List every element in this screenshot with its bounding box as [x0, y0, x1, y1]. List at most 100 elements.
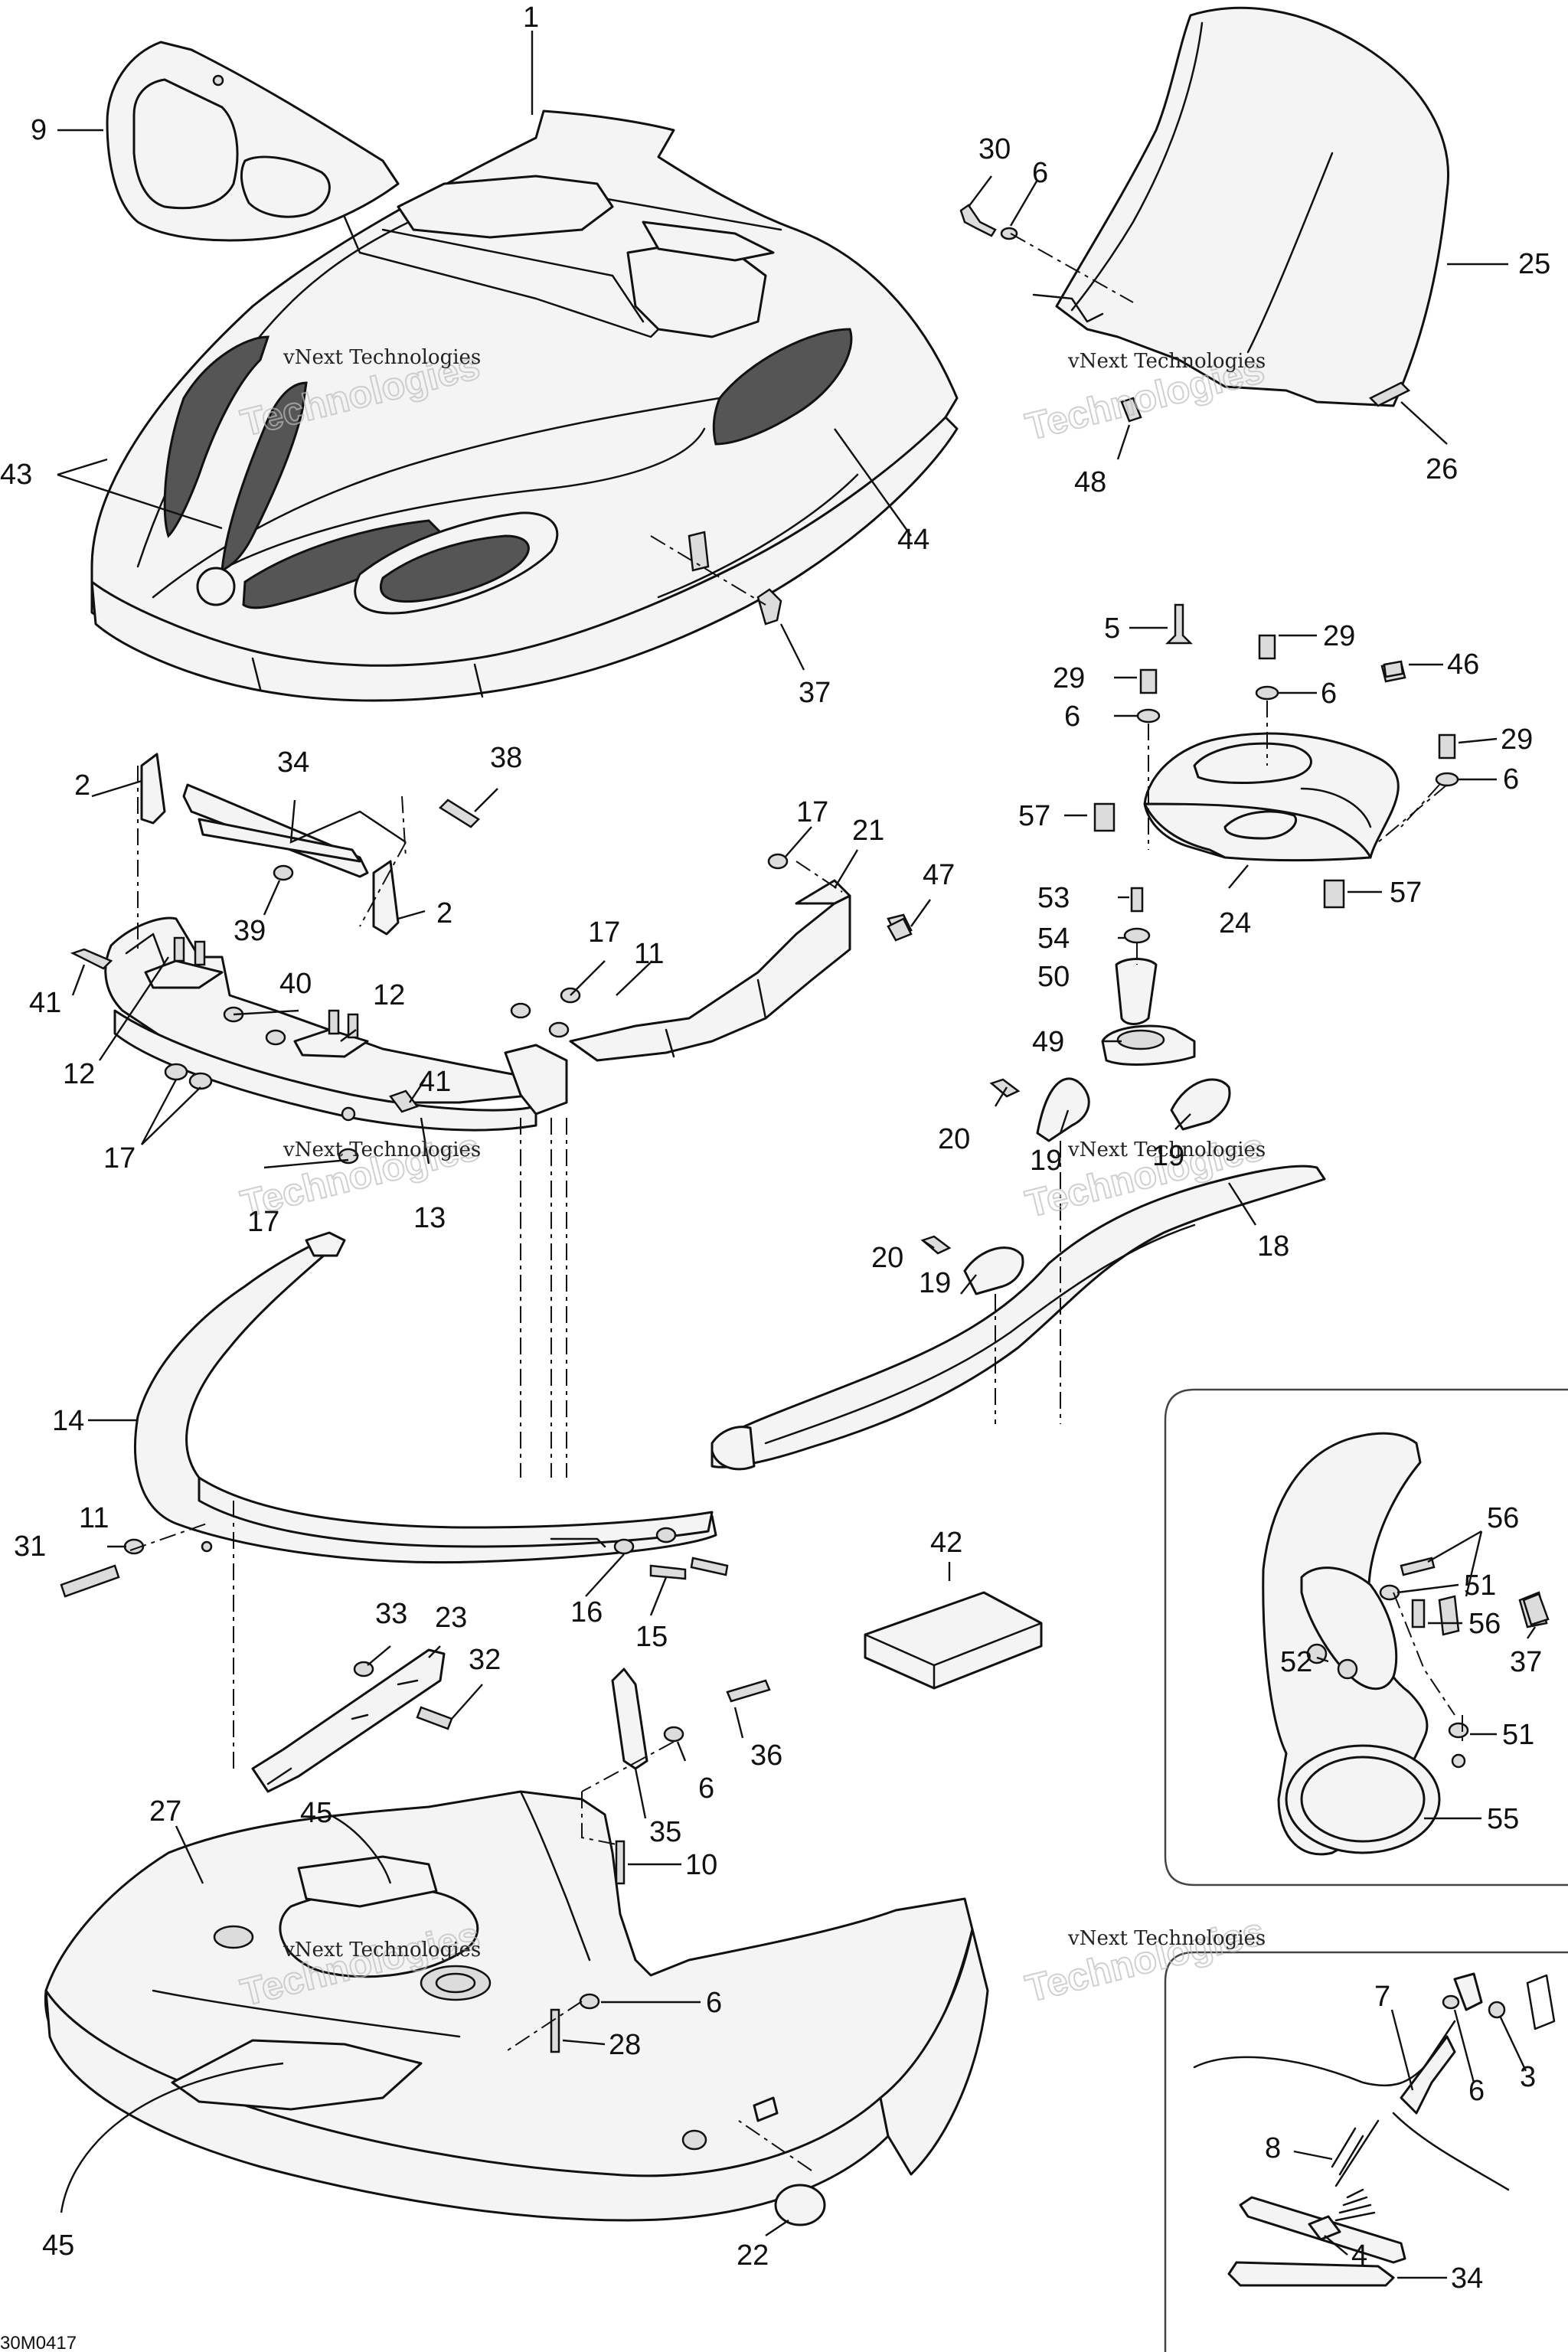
callout-21: 21 [852, 815, 884, 847]
callout-41: 41 [29, 987, 61, 1019]
callout-22: 22 [737, 2239, 769, 2272]
rear-bumper-bracket [104, 916, 568, 1132]
callout-7: 7 [1374, 1981, 1390, 2013]
callout-43: 43 [0, 459, 32, 491]
callout-51: 51 [1464, 1570, 1496, 1602]
callout-6: 6 [1032, 157, 1048, 189]
side-rail-18 [710, 1165, 1326, 1471]
callout-28: 28 [609, 2029, 641, 2061]
callout-23: 23 [435, 1602, 467, 1634]
callout-19: 19 [1030, 1145, 1062, 1177]
callout-25: 25 [1518, 248, 1550, 280]
callout-20: 20 [938, 1123, 970, 1155]
callout-50: 50 [1037, 961, 1070, 993]
watermark-text: vNext Technologies [1067, 350, 1266, 373]
callout-9: 9 [31, 114, 47, 146]
inset-frame-bottom [1164, 1951, 1568, 2352]
callout-6: 6 [1064, 701, 1080, 733]
callout-3: 3 [1520, 2061, 1536, 2093]
watermark-text: vNext Technologies [283, 1939, 481, 1962]
windshield [1032, 6, 1449, 407]
bumper-plates [140, 753, 400, 1058]
callout-33: 33 [375, 1598, 407, 1630]
callout-13: 13 [413, 1202, 446, 1234]
hardware [60, 204, 1556, 2241]
callout-14: 14 [52, 1405, 84, 1437]
inset-cable-assembly [1193, 1972, 1510, 2287]
callout-15: 15 [635, 1621, 668, 1653]
callout-56: 56 [1468, 1608, 1501, 1640]
callout-29: 29 [1053, 662, 1085, 694]
callout-12: 12 [373, 979, 405, 1011]
callout-42: 42 [930, 1527, 962, 1559]
callout-38: 38 [490, 742, 522, 774]
hood-assembly [90, 109, 959, 702]
callout-31: 31 [14, 1530, 46, 1563]
watermark-text: vNext Technologies [283, 1138, 481, 1161]
leader-lines [57, 31, 1536, 2279]
callout-4: 4 [1351, 2239, 1367, 2272]
support-bracket-21 [569, 879, 851, 1062]
callout-29: 29 [1501, 724, 1533, 756]
figure-code: 30M0417 [0, 2333, 77, 2352]
watermark-text: vNext Technologies [1067, 1138, 1266, 1161]
callout-6: 6 [706, 1987, 722, 2019]
inset-frame-right [1164, 1388, 1568, 1886]
callout-37: 37 [799, 677, 831, 709]
callout-34: 34 [1451, 2262, 1483, 2295]
callout-55: 55 [1487, 1803, 1519, 1835]
callout-56: 56 [1487, 1502, 1519, 1534]
callout-11: 11 [634, 938, 664, 970]
inset-deflector-55 [1262, 1432, 1441, 1856]
mount-plate-23 [251, 1648, 446, 1793]
callout-40: 40 [279, 968, 312, 1000]
belly-pan-27 [44, 1790, 989, 2222]
callout-19: 19 [919, 1267, 951, 1299]
callout-30: 30 [978, 133, 1011, 165]
callout-19: 19 [1152, 1140, 1184, 1172]
callout-2: 2 [436, 897, 452, 929]
callout-34: 34 [277, 746, 309, 779]
gauge-bezel [106, 41, 400, 242]
callout-32: 32 [469, 1644, 501, 1676]
callout-17: 17 [588, 916, 620, 949]
callout-52: 52 [1280, 1646, 1312, 1678]
callout-39: 39 [234, 915, 266, 947]
callout-labels: 1 9 43 44 37 30 6 25 48 26 5 29 6 29 6 4… [0, 2, 1550, 2295]
callout-37: 37 [1510, 1646, 1542, 1678]
callout-51: 51 [1502, 1719, 1534, 1751]
callout-17: 17 [796, 796, 828, 828]
callout-5: 5 [1104, 612, 1120, 645]
callout-16: 16 [570, 1596, 603, 1628]
callout-10: 10 [685, 1849, 717, 1881]
callout-20: 20 [871, 1242, 903, 1274]
callout-54: 54 [1037, 923, 1070, 955]
callout-57: 57 [1390, 877, 1422, 909]
callout-11: 11 [79, 1502, 109, 1534]
callout-29: 29 [1323, 620, 1355, 652]
callout-8: 8 [1265, 2132, 1281, 2164]
assembly-lines [129, 233, 1463, 2171]
callout-6: 6 [1503, 763, 1519, 795]
callout-2: 2 [74, 769, 90, 802]
callout-41: 41 [419, 1066, 451, 1098]
callout-6: 6 [698, 1772, 714, 1805]
watermark-text: vNext Technologies [283, 346, 481, 369]
watermark-text: vNext Technologies [1067, 1927, 1266, 1950]
watermark-big: Technologies [1021, 1909, 1269, 2010]
callout-44: 44 [897, 524, 929, 556]
console-panel [1143, 732, 1400, 862]
callout-6: 6 [1468, 2075, 1485, 2107]
callout-45: 45 [300, 1797, 332, 1829]
callout-48: 48 [1074, 466, 1106, 498]
callout-12: 12 [63, 1058, 95, 1090]
callout-6: 6 [1321, 678, 1337, 710]
callout-17: 17 [247, 1206, 279, 1238]
callout-17: 17 [103, 1142, 136, 1174]
callout-45: 45 [42, 2230, 74, 2262]
front-bumper-14 [134, 1231, 717, 1564]
callout-47: 47 [923, 859, 955, 891]
callout-36: 36 [750, 1740, 782, 1772]
callout-57: 57 [1018, 800, 1050, 832]
